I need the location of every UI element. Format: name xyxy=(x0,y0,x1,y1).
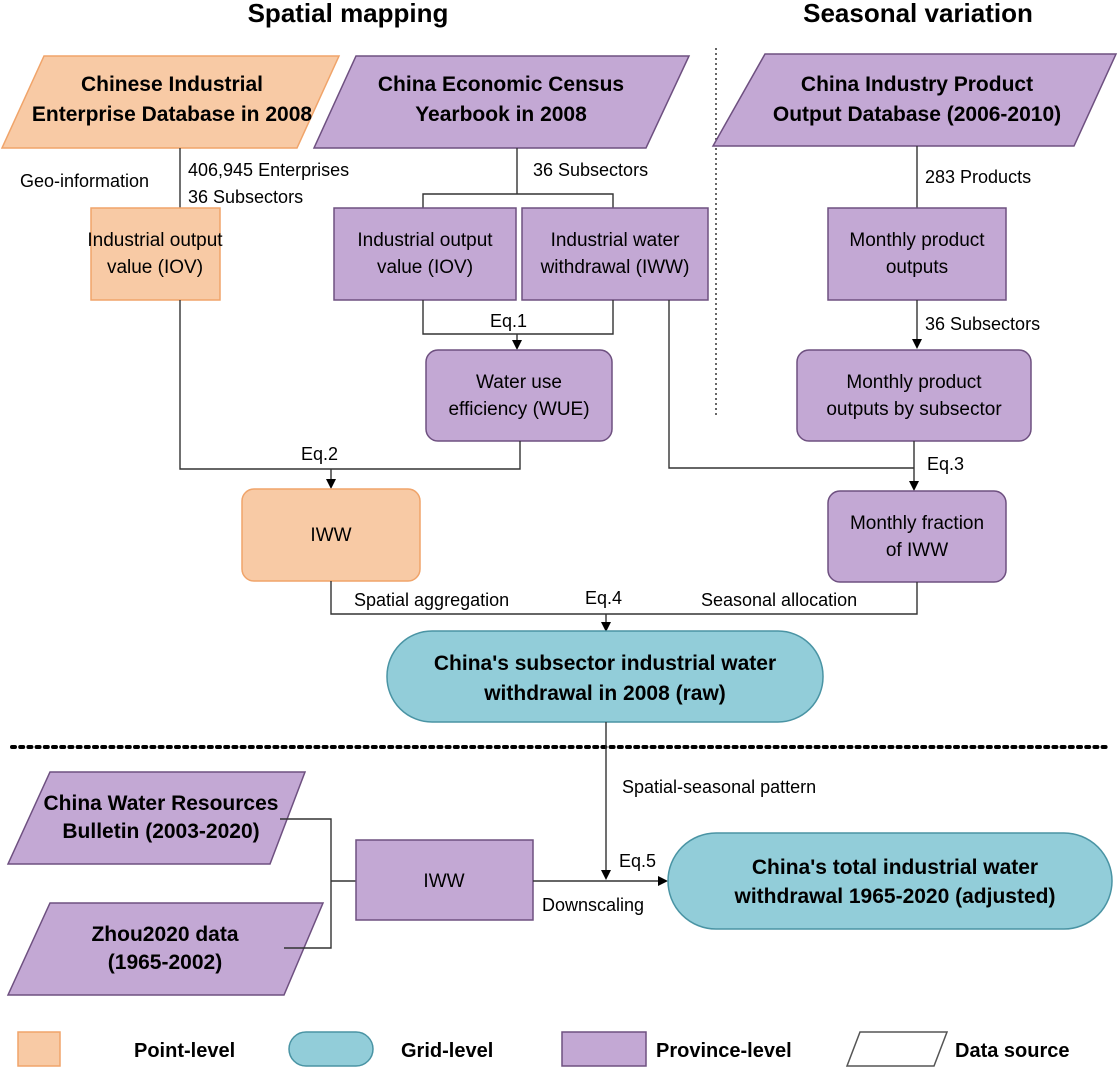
node-adjusted-result: China's total industrial water withdrawa… xyxy=(667,832,1113,930)
source-ciedb-line2: Enterprise Database in 2008 xyxy=(32,103,312,126)
source-cecy-line2: Yearbook in 2008 xyxy=(415,103,587,126)
source-cwrb-line2: Bulletin (2003-2020) xyxy=(62,820,259,843)
label-geo-information: Geo-information xyxy=(20,171,149,191)
edge-eq2-merge xyxy=(179,300,521,470)
node-monthly-by-subsector: Monthly product outputs by subsector xyxy=(796,349,1032,442)
node-iww-point: IWW xyxy=(241,488,421,582)
node-raw-result-line1: China's subsector industrial water xyxy=(434,652,776,675)
node-wue-line2: efficiency (WUE) xyxy=(448,399,589,420)
node-iov-point-line2: value (IOV) xyxy=(107,257,203,278)
label-eq3: Eq.3 xyxy=(927,454,964,474)
legend-label-province: Province-level xyxy=(656,1040,792,1062)
node-adjusted-result-line1: China's total industrial water xyxy=(752,856,1038,879)
node-iww-province-line1: Industrial water xyxy=(551,230,681,251)
node-monthly-fraction-line1: Monthly fraction xyxy=(850,513,984,534)
label-downscaling: Downscaling xyxy=(542,895,644,915)
source-cecy-line1: China Economic Census xyxy=(378,73,624,96)
source-ciedb-line1: Chinese Industrial xyxy=(81,73,263,96)
source-cipodb-line1: China Industry Product xyxy=(801,73,1033,96)
node-iww-bottom: IWW xyxy=(355,839,534,921)
header-seasonal-variation: Seasonal variation xyxy=(803,0,1033,28)
node-monthly-outputs-line1: Monthly product xyxy=(849,230,985,251)
edge-iww-to-eq3 xyxy=(668,300,914,469)
label-eq2: Eq.2 xyxy=(301,444,338,464)
label-subsectors-left: 36 Subsectors xyxy=(188,187,303,207)
legend-swatch-point xyxy=(17,1031,61,1067)
edge-sources-merge xyxy=(280,818,332,949)
label-seasonal-allocation: Seasonal allocation xyxy=(701,590,857,610)
node-iww-point-label: IWW xyxy=(310,525,351,546)
node-iov-point-line1: Industrial output xyxy=(87,230,223,251)
label-eq5: Eq.5 xyxy=(619,851,656,871)
label-eq1: Eq.1 xyxy=(490,311,527,331)
source-cwrb: China Water Resources Bulletin (2003-202… xyxy=(6,771,307,865)
node-monthly-fraction: Monthly fraction of IWW xyxy=(827,490,1007,583)
legend-swatch-grid xyxy=(288,1031,374,1067)
edge-eq4-merge xyxy=(330,581,918,615)
node-iww-bottom-label: IWW xyxy=(423,871,464,892)
header-spatial-mapping: Spatial mapping xyxy=(248,0,449,28)
node-monthly-by-subsector-line1: Monthly product xyxy=(846,372,982,393)
source-cwrb-line1: China Water Resources xyxy=(44,792,279,815)
node-iov-province-line1: Industrial output xyxy=(357,230,493,251)
node-iww-province: Industrial water withdrawal (IWW) xyxy=(521,207,709,301)
label-spatial-seasonal-pattern: Spatial-seasonal pattern xyxy=(622,777,816,797)
label-enterprises: 406,945 Enterprises xyxy=(188,160,349,180)
legend-label-point: Point-level xyxy=(134,1040,235,1062)
source-zhou2020-line2: (1965-2002) xyxy=(108,951,222,974)
node-raw-result-line2: withdrawal in 2008 (raw) xyxy=(483,682,726,705)
legend-swatch-province xyxy=(561,1031,647,1067)
edge-eq1-merge xyxy=(422,300,614,335)
legend: Point-level Grid-level Province-level Da… xyxy=(17,1031,1070,1067)
node-monthly-outputs-line2: outputs xyxy=(886,257,948,278)
legend-swatch-source xyxy=(845,1031,949,1067)
node-raw-result: China's subsector industrial water withd… xyxy=(386,630,824,723)
node-monthly-by-subsector-line2: outputs by subsector xyxy=(826,399,1002,420)
legend-label-source: Data source xyxy=(955,1040,1070,1062)
node-monthly-outputs: Monthly product outputs xyxy=(827,207,1007,301)
node-iww-province-line2: withdrawal (IWW) xyxy=(540,257,690,278)
source-zhou2020-line1: Zhou2020 data xyxy=(91,923,238,946)
node-wue: Water use efficiency (WUE) xyxy=(425,349,613,442)
node-iov-point: Industrial output value (IOV) xyxy=(87,207,223,301)
node-iov-province: Industrial output value (IOV) xyxy=(333,207,517,301)
label-products: 283 Products xyxy=(925,167,1031,187)
source-ciedb: Chinese Industrial Enterprise Database i… xyxy=(0,55,341,149)
label-eq4: Eq.4 xyxy=(585,588,622,608)
source-zhou2020: Zhou2020 data (1965-2002) xyxy=(6,902,325,996)
node-wue-line1: Water use xyxy=(476,372,562,393)
node-adjusted-result-line2: withdrawal 1965-2020 (adjusted) xyxy=(734,885,1056,908)
source-cipodb: China Industry Product Output Database (… xyxy=(711,53,1118,147)
edge-split-branches xyxy=(422,193,614,208)
node-monthly-fraction-line2: of IWW xyxy=(886,540,948,561)
legend-label-grid: Grid-level xyxy=(401,1040,493,1062)
source-cecy: China Economic Census Yearbook in 2008 xyxy=(312,55,691,149)
label-subsectors-right: 36 Subsectors xyxy=(925,314,1040,334)
node-iov-province-line2: value (IOV) xyxy=(377,257,473,278)
label-subsectors-mid: 36 Subsectors xyxy=(533,160,648,180)
label-spatial-aggregation: Spatial aggregation xyxy=(354,590,509,610)
source-cipodb-line2: Output Database (2006-2010) xyxy=(773,103,1061,126)
